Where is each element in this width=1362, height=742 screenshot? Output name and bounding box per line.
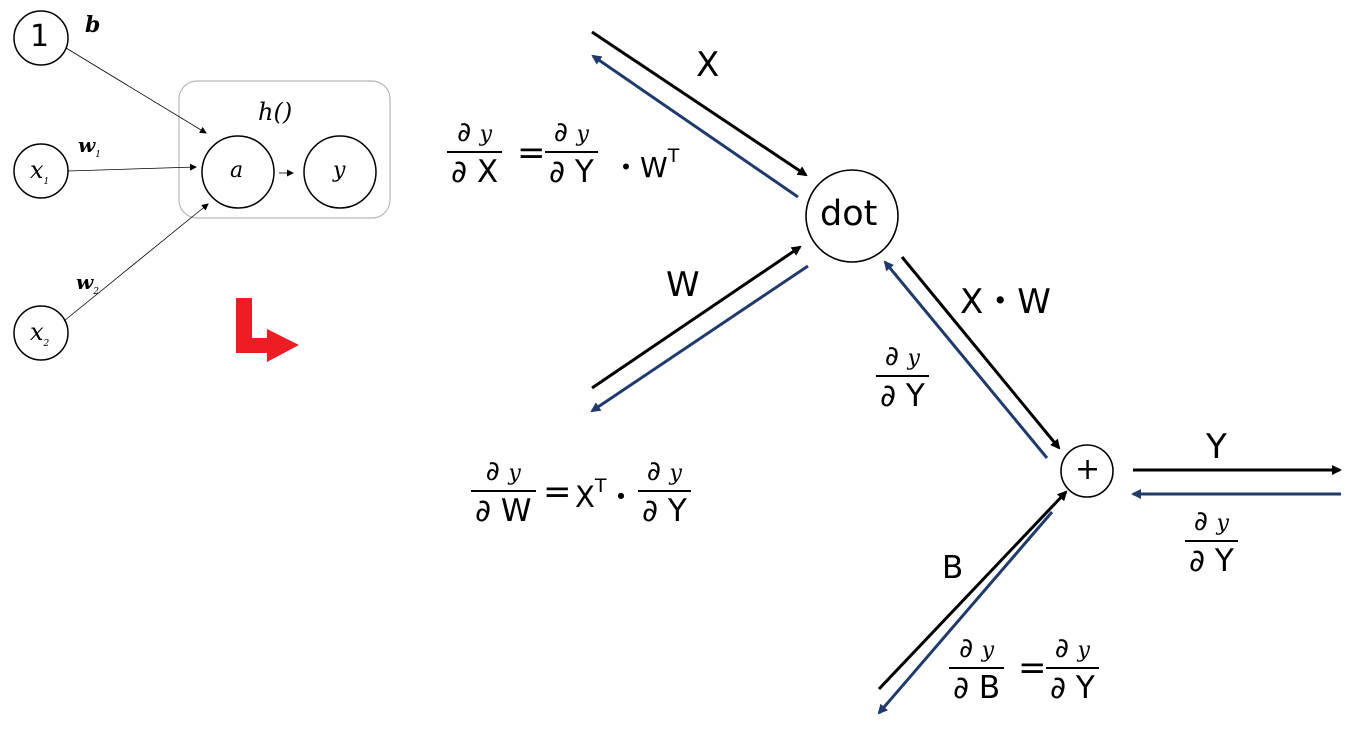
activation-label: h() [258,98,293,126]
w-forward-edge [591,245,802,390]
x2-input-node [13,305,69,361]
grad-x-rhs: ∂ y ∂ Y [545,117,598,191]
grad-b-rhs-den: ∂ Y [1050,670,1095,706]
y-output-label: Y [1206,427,1227,467]
dot-node [805,169,899,263]
x-forward-edge [591,30,808,177]
x2-var: x [30,318,44,346]
grad-y-den: ∂ Y [1189,543,1234,579]
x2-subscript: 2 [43,338,50,349]
xw-forward-edge [900,256,1061,450]
a-node [201,135,275,209]
grad-w-lhs-den: ∂ W [475,493,532,529]
a-node-label: a [230,158,244,183]
grad-y-num: ∂ y [1185,506,1238,542]
grad-w-rhs-den: ∂ Y [642,493,687,529]
bias-input-label: 1 [30,19,50,54]
grad-xw: ∂ y ∂ Y [876,341,929,415]
plus-node-label: + [1075,452,1101,487]
grad-w-product: XT・ [575,475,636,514]
grad-xw-num: ∂ y [876,341,929,377]
product-edge-label: X・W [960,282,1051,322]
x2-label: x2 [30,320,49,349]
w2-subscript: 2 [93,287,99,297]
x-backward-edge [591,54,799,199]
bias-edge [65,47,207,134]
red-arrow-icon [236,298,299,362]
grad-w-rhs: ∂ y ∂ Y [638,456,691,530]
w1-subscript: 1 [95,150,101,160]
x-edge-label: X [696,45,720,85]
grad-x-rhs-den: ∂ Y [549,154,594,190]
activation-box [178,80,391,219]
grad-b-equals: = [1018,648,1047,688]
dot-node-label: dot [820,194,878,234]
grad-xw-den: ∂ Y [880,378,925,414]
b-forward-edge [877,490,1068,691]
grad-w-lhs-num: ∂ y [471,456,536,492]
w1-label: w1 [78,135,101,160]
x1-label: x1 [30,158,49,187]
w-edge-label: W [666,265,700,305]
grad-b-lhs: ∂ y ∂ B [949,633,1005,707]
xw-backward-edge [883,260,1049,459]
grad-b-lhs-num: ∂ y [949,633,1005,669]
plus-node [1060,444,1114,498]
grad-x-lhs-num: ∂ y [447,117,503,153]
x1-var: x [30,156,44,184]
w2-label: w2 [76,272,99,297]
grad-y: ∂ y ∂ Y [1185,506,1238,580]
x1-edge [67,163,197,172]
grad-x-rhs-num: ∂ y [545,117,598,153]
bias-input-node [13,10,69,66]
grad-x-lhs: ∂ y ∂ X [447,117,503,191]
grad-x-product: ・WT [612,145,680,184]
grad-x-lhs-den: ∂ X [451,154,499,190]
grad-w-lhs: ∂ y ∂ W [471,456,536,530]
y-node-label: y [333,158,346,183]
w1-var: w [78,133,96,157]
w-backward-edge [590,264,809,413]
grad-b-rhs: ∂ y ∂ Y [1046,633,1099,707]
grad-w-rhs-num: ∂ y [638,456,691,492]
grad-w-equals: = [543,472,572,512]
b-backward-edge [877,511,1054,715]
bias-weight-label: b [85,12,101,38]
grad-b-lhs-den: ∂ B [953,670,1001,706]
b-edge-label: B [942,550,964,586]
grad-b-rhs-num: ∂ y [1046,633,1099,669]
x1-subscript: 1 [43,176,50,187]
x2-edge [63,203,209,322]
y-node [303,135,377,209]
w2-var: w [76,270,94,294]
grad-x-equals: = [517,133,546,173]
